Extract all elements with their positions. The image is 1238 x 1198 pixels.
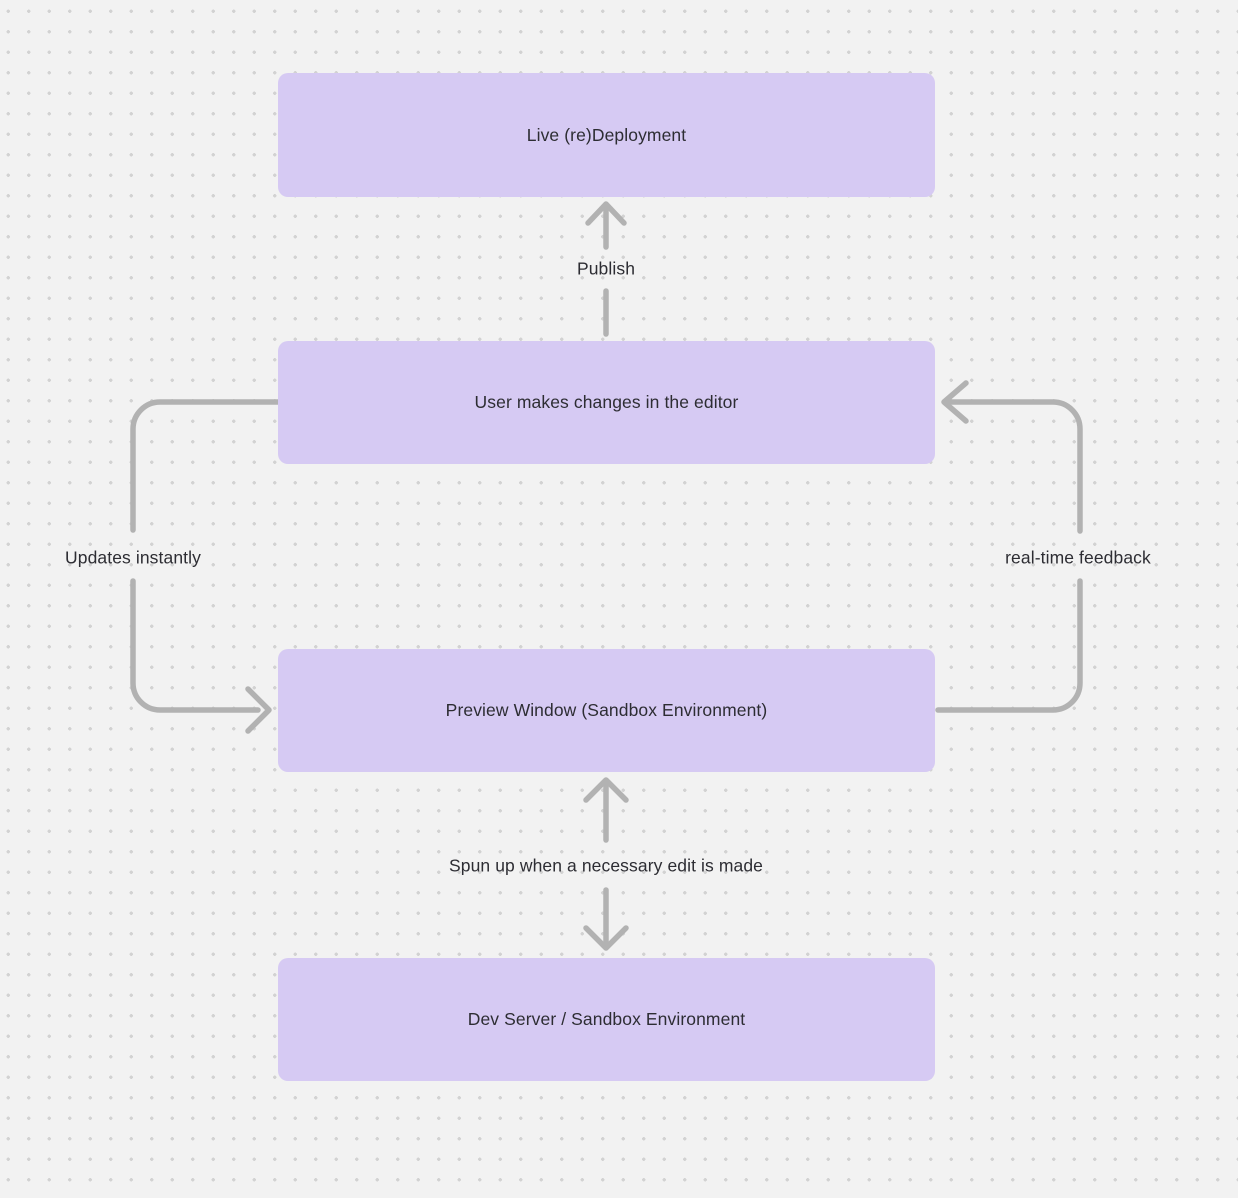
spunup-arrowhead-down [583, 925, 629, 951]
node-label: Preview Window (Sandbox Environment) [445, 700, 768, 720]
updates-arrow-lower-segment [130, 578, 261, 713]
node-preview-window[interactable]: Preview Window (Sandbox Environment) [278, 649, 935, 772]
feedback-arrow-upper-segment [945, 399, 1083, 534]
feedback-arrowhead-left [941, 380, 969, 424]
node-user-makes-changes[interactable]: User makes changes in the editor [278, 341, 935, 464]
edge-label-spun-up[interactable]: Spun up when a necessary edit is made [448, 855, 764, 876]
node-dev-server[interactable]: Dev Server / Sandbox Environment [278, 958, 935, 1081]
edge-label-realtime-feedback[interactable]: real-time feedback [1005, 547, 1151, 568]
publish-arrowhead-up [585, 201, 627, 226]
node-label: Dev Server / Sandbox Environment [467, 1009, 746, 1029]
spunup-arrowhead-up [583, 777, 629, 803]
edge-realtime-feedback-arrow[interactable] [935, 380, 1083, 713]
node-live-redeployment[interactable]: Live (re)Deployment [278, 73, 935, 197]
feedback-arrow-lower-segment [935, 578, 1083, 713]
node-label: User makes changes in the editor [474, 392, 739, 412]
updates-arrowhead-right [245, 686, 272, 734]
edge-label-publish[interactable]: Publish [576, 258, 636, 279]
updates-arrow-upper-segment [130, 399, 281, 533]
node-label: Live (re)Deployment [526, 124, 687, 145]
edge-label-updates-instantly[interactable]: Updates instantly [65, 547, 201, 568]
